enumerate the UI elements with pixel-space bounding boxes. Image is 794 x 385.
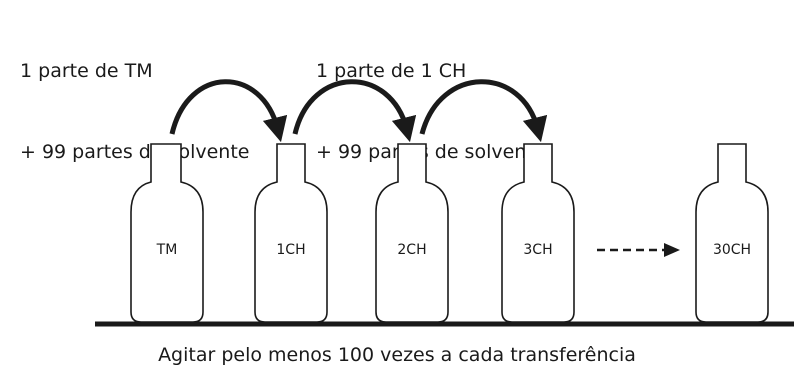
bottle-label-1ch: 1CH — [276, 242, 305, 258]
bottle-label-30ch: 30CH — [713, 242, 751, 258]
transfer-arrow-2 — [292, 79, 417, 143]
bottle-3ch: 3CH — [501, 143, 575, 323]
bottle-label-2ch: 2CH — [397, 242, 426, 258]
annotation-first-line-1: 1 parte de TM — [20, 60, 153, 82]
bottle-1ch: 1CH — [254, 143, 328, 323]
transfer-arrow-1 — [169, 79, 288, 143]
bottle-30ch: 30CH — [695, 143, 769, 323]
caption: Agitar pelo menos 100 vezes a cada trans… — [158, 344, 636, 366]
annotation-second-line-1: 1 parte de 1 CH — [316, 60, 467, 82]
bottle-tm: TM — [130, 143, 204, 323]
bottle-2ch: 2CH — [375, 143, 449, 323]
continuation-arrowhead — [664, 243, 680, 257]
annotation-second: 1 parte de 1 CH + 99 partes de solvente — [316, 4, 545, 193]
bottle-label-tm: TM — [156, 242, 178, 258]
bottle-label-3ch: 3CH — [523, 242, 552, 258]
transfer-arrow-3 — [419, 79, 548, 143]
